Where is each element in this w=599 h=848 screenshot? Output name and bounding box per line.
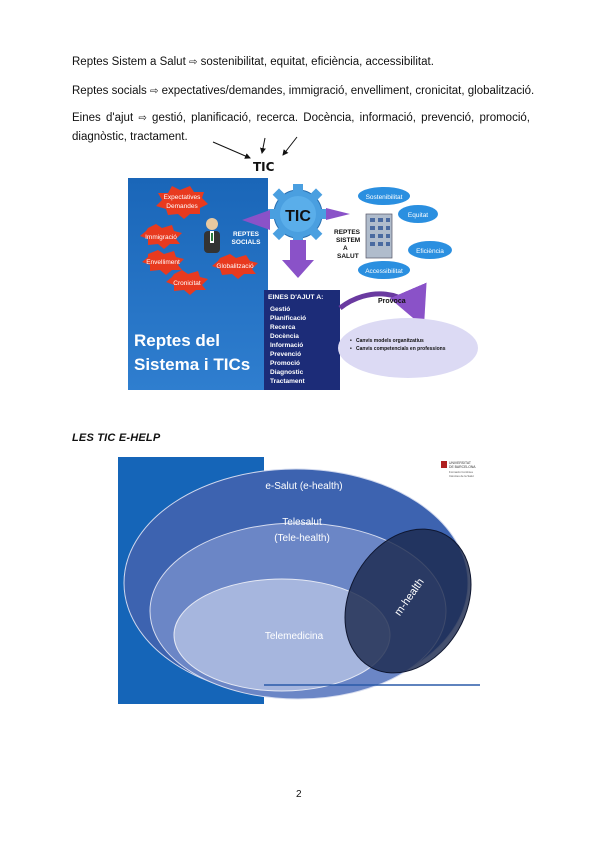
reptes-socials-label-2: SOCIALS [232, 239, 262, 246]
challenge-expectatives: Expectatives [164, 194, 202, 201]
logo-line-4: Ciències de la Salut [449, 474, 474, 478]
page-number: 2 [296, 789, 302, 800]
gear-icon [268, 184, 328, 244]
reptes-sistema-label-4: SALUT [337, 253, 359, 260]
challenge-accessibilitat: Accessibilitat [365, 268, 403, 275]
arrow-right-icon: ⇨ [138, 113, 147, 124]
figure1-title-line1: Reptes del [134, 331, 220, 350]
challenge-envelliment: Envelliment [146, 259, 180, 266]
arrow-right-icon: ⇨ [150, 86, 159, 97]
tic-label: TIC [253, 160, 275, 174]
arrow-to-eines [282, 240, 314, 278]
arrow-left-pointer [212, 141, 251, 159]
provoca-label: Provoca [378, 298, 406, 305]
bubble-equitat: Equitat [398, 205, 438, 223]
reptes-sistema-label-2: SISTEM [336, 237, 360, 244]
arrow-right-icon: ⇨ [188, 57, 198, 68]
paragraph-eines-ajut: Eines d'ajut ⇨ gestió, planificació, rec… [72, 109, 530, 147]
reptes-socials-label-1: REPTES [233, 231, 260, 238]
challenge-demandes: Demandes [166, 203, 198, 210]
building-icon [365, 213, 393, 259]
tool-item: Promoció [270, 360, 300, 367]
star-cronicitat: Cronicitat [166, 270, 208, 295]
telemedicina-label: Telemedicina [265, 631, 324, 642]
effect-models: Canvis models organitzatius [356, 338, 424, 344]
reptes-socials-suffix: expectatives/demandes, immigració, envel… [161, 85, 535, 97]
paragraph-reptes-socials: Reptes socials ⇨ expectatives/demandes, … [72, 85, 534, 97]
arrow-to-socials [242, 210, 270, 230]
star-expectatives: Expectatives Demandes [156, 186, 208, 219]
tool-item: Recerca [270, 324, 296, 331]
eines-ajut-suffix: gestió, planificació, recerca. Docència,… [72, 112, 530, 143]
star-envelliment: Envelliment [142, 250, 184, 275]
bubble-sostenibilitat: Sostenibilitat [358, 187, 410, 205]
challenge-equitat: Equitat [408, 212, 428, 219]
tool-item: Gestió [270, 306, 290, 313]
tools-title: EINES D'AJUT A: [268, 294, 323, 301]
arrow-right-pointer [282, 136, 298, 156]
challenge-sostenibilitat: Sostenibilitat [366, 194, 403, 201]
bubble-eficiencia: Eficiència [408, 241, 452, 259]
university-shield-icon [441, 461, 447, 468]
logo-line-2: DE BARCELONA [449, 465, 476, 469]
challenge-eficiencia: Eficiència [416, 248, 444, 255]
tools-panel [264, 290, 340, 390]
eines-ajut-prefix: Eines d'ajut [72, 112, 134, 124]
figure2-svg: e-Salut (e-health) Telesalut (Tele-healt… [118, 457, 480, 704]
tool-item: Diagnostic [270, 369, 304, 376]
tool-item: Planificació [270, 315, 306, 322]
tool-item: Prevenció [270, 351, 301, 358]
university-logo: UNIVERSITAT DE BARCELONA Formació Contín… [441, 461, 476, 478]
star-immigracio: Immigració [140, 224, 182, 249]
arrow-to-sistema [326, 208, 350, 220]
reptes-sistema-prefix: Reptes Sistem a Salut [72, 56, 186, 68]
ehealth-label: e-Salut (e-health) [265, 481, 342, 492]
figure1-title-line2: Sistema i TICs [134, 355, 250, 374]
reptes-sistema-label-1: REPTES [334, 229, 361, 236]
pointer-arrows [212, 136, 298, 159]
effect-competencials: Canvis competencials en professions [356, 346, 446, 352]
mhealth-ellipse [344, 528, 472, 674]
gear-tic-label: TIC [285, 208, 311, 225]
figure-reptes-sistema-tics: Expectatives Demandes Immigració Envelli… [128, 178, 480, 390]
tool-item: Docència [270, 333, 299, 340]
figure1-svg: Expectatives Demandes Immigració Envelli… [128, 178, 480, 390]
tool-item: Tractament [270, 378, 306, 385]
challenge-globalitzacio: Globalització [216, 263, 254, 270]
person-icon [204, 218, 220, 253]
effects-ellipse [338, 318, 478, 378]
logo-line-3: Formació Contínua [449, 470, 473, 474]
section-heading-tic-ehelp: LES TIC E-HELP [72, 432, 161, 444]
reptes-sistema-suffix: sostenibilitat, equitat, eficiència, acc… [200, 56, 434, 68]
bubble-accessibilitat: Accessibilitat [358, 261, 410, 279]
challenge-cronicitat: Cronicitat [173, 280, 201, 287]
logo-line-1: UNIVERSITAT [449, 461, 471, 465]
reptes-socials-prefix: Reptes socials [72, 85, 147, 97]
challenge-immigracio: Immigració [145, 234, 177, 241]
paragraph-reptes-sistema: Reptes Sistem a Salut ⇨ sostenibilitat, … [72, 56, 434, 68]
tool-item: Informació [270, 342, 303, 349]
figure-ehealth-diagram: e-Salut (e-health) Telesalut (Tele-healt… [118, 457, 480, 704]
provoca-arrow [338, 282, 427, 328]
star-globalitzacio: Globalització [212, 254, 258, 279]
telehealth-label: (Tele-health) [274, 533, 330, 544]
reptes-sistema-label-3: A [343, 245, 348, 252]
telesalut-label: Telesalut [282, 517, 322, 528]
arrow-middle-pointer [260, 137, 266, 154]
effect-bullet: • [350, 338, 352, 344]
effect-bullet: • [350, 346, 352, 352]
